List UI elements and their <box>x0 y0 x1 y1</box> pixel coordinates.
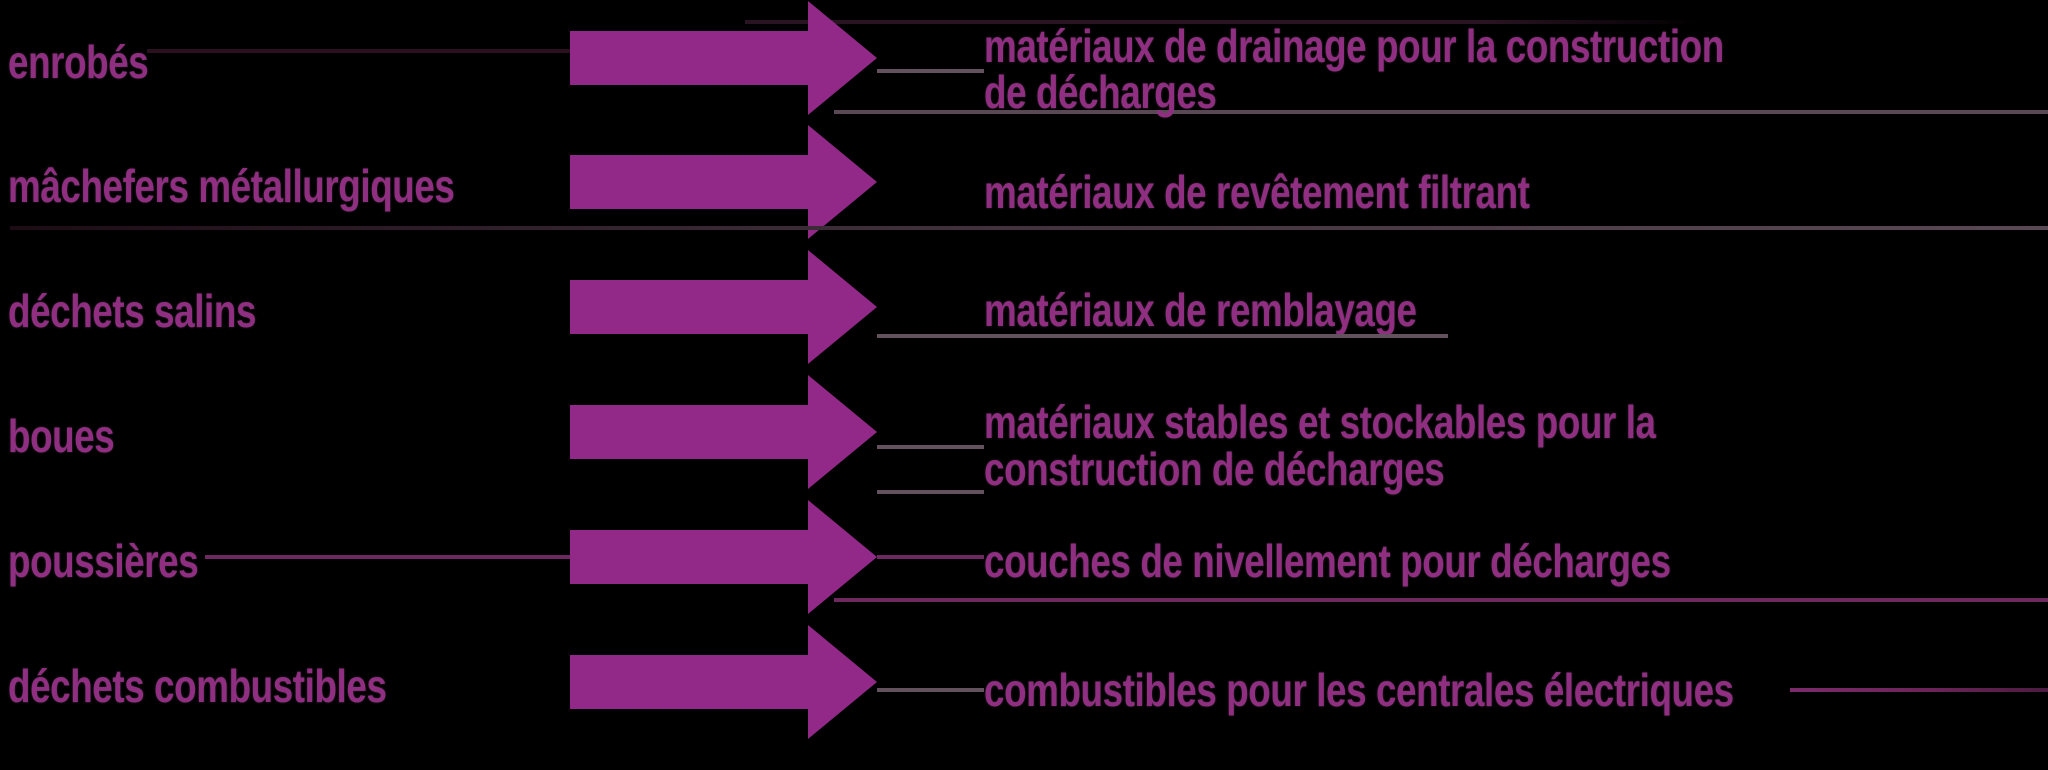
target-label-line-2: de décharges <box>984 69 1275 115</box>
arrow-right-icon <box>570 405 808 459</box>
source-label-text: mâchefers métallurgiques <box>8 160 455 212</box>
source-label-text: déchets combustibles <box>8 660 387 712</box>
connector-line <box>877 490 984 494</box>
target-label-text: de décharges <box>984 66 1217 118</box>
target-label-text: matériaux de revêtement filtrant <box>984 166 1530 218</box>
target-label: couches de nivellement pour décharges <box>984 538 1842 584</box>
arrow-right-icon <box>570 655 808 709</box>
source-label: poussières <box>8 538 246 584</box>
source-label-text: déchets salins <box>8 285 257 337</box>
arrow-head-icon <box>808 500 877 614</box>
source-label: enrobés <box>8 39 183 85</box>
connector-line <box>877 445 984 449</box>
trailing-rule <box>1790 688 2048 692</box>
baseline-rule <box>877 334 1448 338</box>
arrow-right-icon <box>570 280 808 334</box>
arrow-head-icon <box>808 125 877 239</box>
arrow-right-icon <box>570 530 808 584</box>
baseline-rule <box>10 226 2048 230</box>
leader-line <box>205 555 570 559</box>
target-label: matériaux de remblayage <box>984 287 1525 333</box>
connector-line <box>877 555 984 559</box>
arrow-right-icon <box>570 155 808 209</box>
baseline-rule <box>834 598 2048 602</box>
arrow-head-icon <box>808 625 877 739</box>
target-label: matériaux de revêtement filtrant <box>984 169 1666 215</box>
target-label-text: matériaux stables et stockables pour la <box>984 396 1656 448</box>
source-label: déchets combustibles <box>8 663 481 709</box>
source-label: mâchefers métallurgiques <box>8 163 566 209</box>
baseline-rule <box>745 20 1700 24</box>
target-label: matériaux de drainage pour la constructi… <box>984 23 1909 69</box>
arrow-head-icon <box>808 250 877 364</box>
source-label-text: enrobés <box>8 36 149 88</box>
connector-line <box>877 69 984 73</box>
baseline-rule <box>834 110 2048 114</box>
target-label-text: matériaux de drainage pour la constructi… <box>984 20 1724 72</box>
target-label-text: combustibles pour les centrales électriq… <box>984 664 1734 716</box>
connector-line <box>877 688 984 692</box>
arrow-head-icon <box>808 375 877 489</box>
source-label-text: boues <box>8 410 115 462</box>
source-label: boues <box>8 413 141 459</box>
target-label: matériaux stables et stockables pour la <box>984 399 1824 445</box>
target-label-text: couches de nivellement pour décharges <box>984 535 1671 587</box>
target-label: combustibles pour les centrales électriq… <box>984 667 1921 713</box>
source-label: déchets salins <box>8 288 318 334</box>
target-label-text: matériaux de remblayage <box>984 284 1417 336</box>
leader-line <box>147 49 570 53</box>
arrow-head-icon <box>808 1 877 115</box>
source-label-text: poussières <box>8 535 199 587</box>
arrow-right-icon <box>570 31 808 85</box>
target-label-text: construction de décharges <box>984 443 1445 495</box>
target-label-line-2: construction de décharges <box>984 446 1559 492</box>
